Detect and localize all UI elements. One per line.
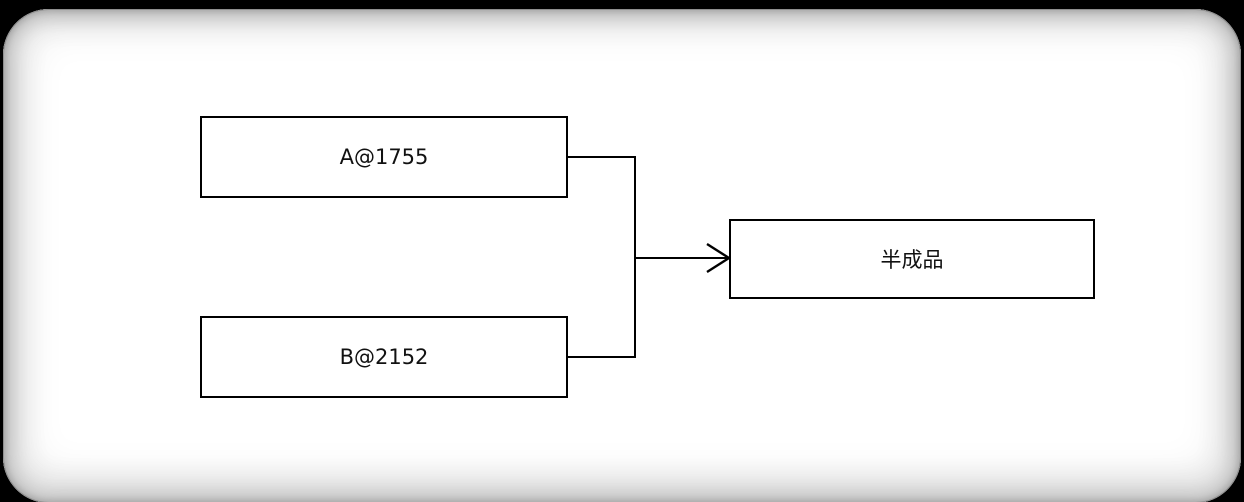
node-b2152[interactable]: B@2152 bbox=[200, 316, 568, 398]
node-a1755-label: A@1755 bbox=[339, 145, 429, 169]
node-a1755[interactable]: A@1755 bbox=[200, 116, 568, 198]
node-semifinished[interactable]: 半成品 bbox=[729, 219, 1095, 299]
node-b2152-label: B@2152 bbox=[339, 345, 429, 369]
node-semifinished-label: 半成品 bbox=[880, 248, 944, 272]
